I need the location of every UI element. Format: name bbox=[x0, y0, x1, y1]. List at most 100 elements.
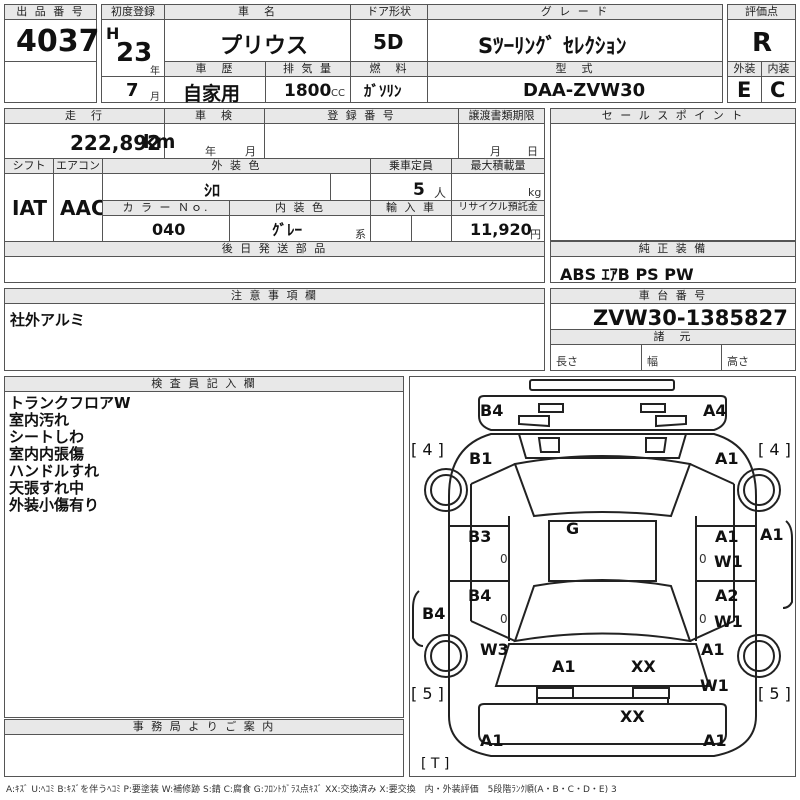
damage-label: A1 bbox=[703, 731, 727, 750]
first-registration-box bbox=[101, 4, 165, 103]
specs-label: 諸 元 bbox=[550, 329, 796, 345]
caution-note: 社外アルミ bbox=[10, 311, 85, 329]
chassis-label: 車 台 番 号 bbox=[550, 288, 796, 304]
inspection-label: 車 検 bbox=[164, 108, 265, 124]
damage-label: B3 bbox=[468, 527, 492, 546]
inspection-month-unit: 月 bbox=[245, 145, 256, 158]
era: H bbox=[106, 24, 120, 43]
damage-label: A1 bbox=[552, 657, 576, 676]
displacement: 1800 bbox=[284, 81, 332, 101]
aircon: AAC bbox=[60, 196, 106, 220]
divider bbox=[458, 108, 459, 159]
inspection-year-unit: 年 bbox=[205, 145, 216, 158]
grade: Sﾂｰﾘﾝｸﾞ ｾﾚｸｼｮﾝ bbox=[478, 34, 627, 58]
month-unit: 月 bbox=[150, 92, 160, 103]
registration-month: 7 bbox=[126, 80, 139, 101]
mileage-label: 走 行 bbox=[4, 108, 165, 124]
door-type: 5D bbox=[373, 30, 404, 54]
year-unit: 年 bbox=[150, 66, 160, 77]
divider bbox=[411, 216, 412, 242]
damage-label: XX bbox=[620, 707, 645, 726]
fuel: ｶﾞｿﾘﾝ bbox=[364, 82, 402, 100]
car-name-label: 車 名 bbox=[164, 4, 351, 20]
divider bbox=[53, 158, 54, 242]
inspector-note-line: 室内汚れ bbox=[9, 411, 70, 429]
damage-label: A1 bbox=[760, 525, 784, 544]
exterior-color: ｼﾛ bbox=[204, 181, 221, 200]
damage-label: W1 bbox=[714, 552, 743, 571]
damage-label: B4 bbox=[422, 604, 446, 623]
zero-mark: 0 bbox=[699, 552, 707, 566]
model-label: 型 式 bbox=[427, 61, 723, 77]
length-label: 長さ bbox=[556, 355, 578, 368]
divider bbox=[761, 61, 762, 103]
recycle-deposit: 11,920 bbox=[470, 220, 532, 239]
shift: IAT bbox=[12, 196, 48, 220]
recycle-unit: 円 bbox=[530, 228, 541, 241]
inspector-note-line: トランクフロアW bbox=[9, 394, 131, 412]
registration-year: 23 bbox=[116, 38, 153, 68]
damage-label: B1 bbox=[469, 449, 493, 468]
inspector-box bbox=[4, 376, 404, 718]
office-info-box bbox=[4, 734, 404, 777]
damage-label: XX bbox=[631, 657, 656, 676]
damage-label: A1 bbox=[715, 449, 739, 468]
damage-label: A1 bbox=[701, 640, 725, 659]
office-info-label: 事 務 局 よ り ご 案 内 bbox=[4, 719, 404, 735]
damage-label: A1 bbox=[715, 527, 739, 546]
interior-grade: C bbox=[770, 78, 786, 102]
inspector-note-line: シートしわ bbox=[9, 428, 85, 446]
inspector-note-line: ハンドルすれ bbox=[9, 462, 100, 480]
fuel-label: 燃 料 bbox=[350, 61, 428, 77]
divider bbox=[164, 108, 165, 159]
lot-number-label: 出 品 番 号 bbox=[4, 4, 97, 20]
damage-legend: A:ｷｽﾞ U:ﾍｺﾐ B:ｷｽﾞを伴うﾍｺﾐ P:要塗装 W:補修跡 S:錆 … bbox=[6, 785, 617, 795]
height-label: 高さ bbox=[727, 355, 749, 368]
width-label: 幅 bbox=[647, 355, 658, 368]
displacement-unit: CC bbox=[331, 88, 345, 99]
spare-tire-label: [ T ] bbox=[421, 756, 450, 772]
history: 自家用 bbox=[183, 83, 241, 105]
model-code: DAA-ZVW30 bbox=[523, 80, 646, 101]
chassis-number: ZVW30-1385827 bbox=[593, 306, 788, 330]
ext-grade-label: 外装 bbox=[727, 61, 762, 77]
exterior-grade: E bbox=[737, 78, 752, 102]
caution-label: 注 意 事 項 欄 bbox=[4, 288, 545, 304]
grade-label: グ レ ー ド bbox=[427, 4, 723, 20]
divider bbox=[721, 345, 722, 371]
damage-label: B4 bbox=[468, 586, 492, 605]
interior-color: ｸﾞﾚｰ bbox=[272, 221, 303, 239]
displacement-label: 排 気 量 bbox=[265, 61, 351, 77]
door-label: ドア形状 bbox=[350, 4, 428, 20]
damage-label: W1 bbox=[714, 612, 743, 631]
zero-mark: 0 bbox=[699, 612, 707, 626]
transfer-day-unit: 日 bbox=[527, 145, 538, 158]
divider bbox=[229, 200, 230, 242]
first-registration-label: 初度登録 bbox=[101, 4, 165, 20]
divider bbox=[641, 345, 642, 371]
zero-mark: 0 bbox=[500, 552, 508, 566]
color-number: 040 bbox=[152, 220, 186, 239]
recycle-deposit-label: リサイクル預託金 bbox=[451, 200, 545, 216]
damage-label: W3 bbox=[480, 640, 509, 659]
damage-label: G bbox=[566, 519, 580, 538]
tire-label: [ 4 ] bbox=[411, 440, 444, 459]
aircon-label: エアコン bbox=[53, 158, 103, 174]
max-load-label: 最大積載量 bbox=[451, 158, 545, 174]
exterior-color-label: 外 装 色 bbox=[102, 158, 371, 174]
tire-label: [ 5 ] bbox=[758, 684, 791, 703]
divider bbox=[330, 174, 331, 201]
damage-label: A4 bbox=[703, 401, 727, 420]
divider bbox=[264, 108, 265, 159]
later-parts-label: 後 日 発 送 部 品 bbox=[4, 241, 545, 257]
damage-label: A2 bbox=[715, 586, 739, 605]
lot-number: 4037 bbox=[16, 24, 100, 59]
equipment-label: 純 正 装 備 bbox=[550, 241, 796, 257]
import-label: 輸 入 車 bbox=[370, 200, 452, 216]
shift-label: シフト bbox=[4, 158, 54, 174]
capacity-unit: 人 bbox=[434, 186, 447, 200]
inspector-notes: トランクフロアW 室内汚れ シートしわ 室内内張傷 ハンドルすれ 天張すれ中 外… bbox=[9, 395, 389, 514]
inspector-note-line: 室内内張傷 bbox=[9, 445, 85, 463]
sales-point-box bbox=[550, 108, 796, 241]
tire-label: [ 4 ] bbox=[758, 440, 791, 459]
